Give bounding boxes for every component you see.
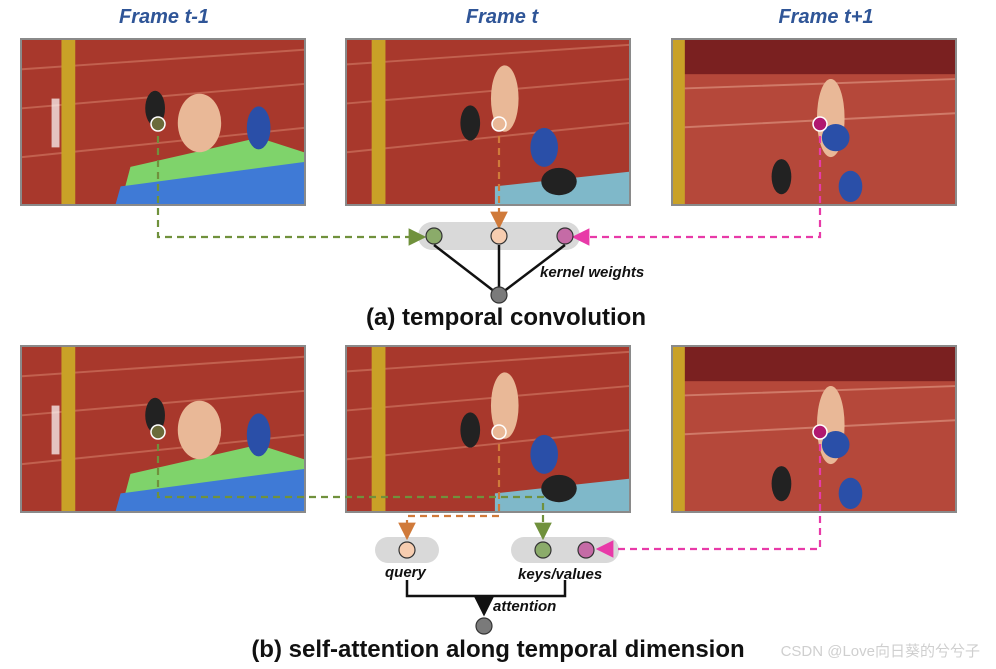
athlete-scene-image [673,40,955,204]
caption-self-attention: (b) self-attention along temporal dimens… [251,636,745,663]
frame-title-t-minus-1: Frame t-1 [118,6,210,28]
photo-a-frame-t [345,38,631,206]
output-node-a [490,286,508,304]
athlete-scene-image [673,347,955,511]
key-node-green [534,541,552,559]
watermark: CSDN @Love向日葵的兮兮子 [780,643,980,660]
kernel-node-green [425,227,443,245]
key-node-pink [577,541,595,559]
athlete-scene-image [22,40,304,204]
photo-b-frame-t-plus-1 [671,345,957,513]
keys-node-group [511,537,619,563]
query-node-peach [398,541,416,559]
photo-b-frame-t-minus-1 [20,345,306,513]
kernel-node-pink [556,227,574,245]
athlete-scene-image [22,347,304,511]
kernel-node-group [418,222,580,250]
frame-title-t-plus-1: Frame t+1 [778,6,874,28]
kernel-weight-line-left [433,244,500,296]
output-node-b [475,617,493,635]
query-label: query [385,564,426,581]
photo-a-frame-t-minus-1 [20,38,306,206]
photo-a-frame-t-plus-1 [671,38,957,206]
attention-label: attention [493,598,557,615]
frame-title-t: Frame t [465,6,539,28]
athlete-scene-image [347,347,629,511]
photo-b-frame-t [345,345,631,513]
kernel-node-peach [490,227,508,245]
query-node-group [375,537,439,563]
caption-temporal-convolution: (a) temporal convolution [365,304,646,331]
kernel-weights-label: kernel weights [540,264,645,281]
keys-values-label: keys/values [518,566,603,583]
athlete-scene-image [347,40,629,204]
